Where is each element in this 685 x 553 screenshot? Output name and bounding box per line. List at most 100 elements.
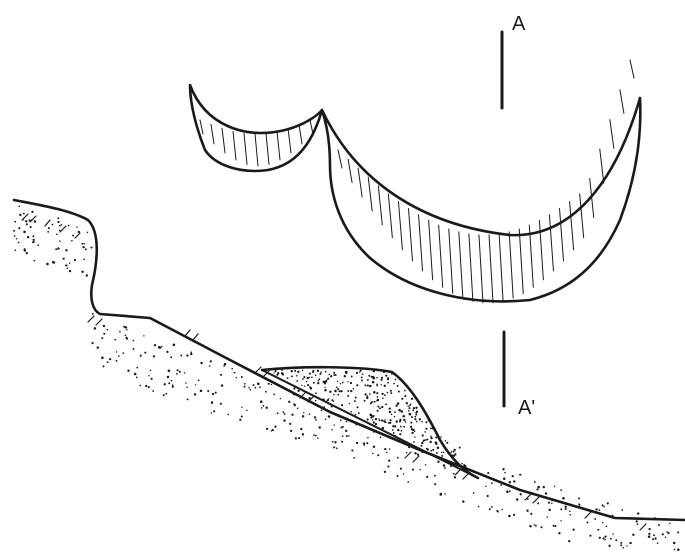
crescent-small-outline <box>190 85 322 171</box>
stipple-dot <box>333 401 334 402</box>
stipple-dot <box>176 373 178 375</box>
hatch-stroke <box>310 120 313 134</box>
stipple-dot <box>291 375 293 377</box>
stipple-dot <box>548 502 550 504</box>
stipple-dot <box>375 418 377 420</box>
stipple-dot <box>315 400 316 401</box>
stipple-dot <box>394 416 395 417</box>
stipple-dot <box>37 244 39 246</box>
stipple-dot <box>509 490 511 492</box>
stipple-dot <box>125 326 127 328</box>
stipple-dot <box>25 220 27 222</box>
stipple-dot <box>595 508 597 510</box>
stipple-dot <box>85 248 87 250</box>
stipple-dot <box>341 441 343 443</box>
stipple-dot <box>411 398 413 400</box>
stipple-dot <box>560 508 562 510</box>
stipple-dot <box>381 406 383 408</box>
stipple-dot <box>190 351 192 353</box>
stipple-dot <box>148 375 150 377</box>
ground-surface-line <box>14 200 685 520</box>
stipple-dot <box>653 534 655 536</box>
stipple-dot <box>65 249 67 251</box>
stipple-dot <box>604 539 605 540</box>
stipple-dot <box>389 411 391 413</box>
stipple-dot <box>349 403 351 405</box>
stipple-dot <box>63 258 65 260</box>
stipple-dot <box>23 213 25 215</box>
stipple-dot <box>405 421 407 423</box>
stipple-dot <box>265 406 267 408</box>
stipple-dot <box>246 409 248 411</box>
stipple-dot <box>424 431 426 433</box>
stipple-dot <box>90 247 92 249</box>
stipple-dot <box>373 415 375 417</box>
stipple-dot <box>313 434 315 436</box>
stipple-dot <box>315 435 317 437</box>
stipple-dot <box>284 413 286 415</box>
stipple-dot <box>92 313 94 315</box>
stipple-dot <box>209 365 211 367</box>
stipple-dot <box>313 382 315 384</box>
stipple-dot <box>388 422 390 424</box>
stipple-dot <box>83 258 85 260</box>
stipple-dot <box>391 373 393 375</box>
stipple-dot <box>200 390 203 393</box>
stipple-dot <box>397 385 399 387</box>
stipple-dot <box>332 441 334 443</box>
stipple-dot <box>385 403 387 405</box>
stipple-dot <box>128 370 129 371</box>
stipple-dot <box>425 421 427 423</box>
stipple-dot <box>47 231 49 233</box>
stipple-dot <box>14 235 16 237</box>
stipple-dot <box>150 370 152 372</box>
stipple-dot <box>516 498 519 501</box>
stipple-dot <box>309 377 310 378</box>
hatch-stroke <box>378 186 382 225</box>
stipple-dot <box>387 466 389 468</box>
stipple-dot <box>103 333 105 335</box>
stipple-dot <box>416 421 418 423</box>
stipple-dot <box>212 393 214 395</box>
stipple-dot <box>224 363 227 366</box>
stipple-dot <box>453 450 455 452</box>
stipple-dot <box>370 417 372 419</box>
stipple-dot <box>348 435 350 437</box>
stipple-dot <box>151 378 153 380</box>
stipple-dot <box>16 238 18 240</box>
stipple-dot <box>430 450 432 452</box>
stipple-dot <box>401 398 403 400</box>
stipple-dot <box>319 373 321 375</box>
stipple-dot <box>408 410 410 412</box>
stipple-dot <box>622 547 624 549</box>
stipple-dot <box>34 220 37 223</box>
stipple-dot <box>347 390 349 392</box>
stipple-dot <box>168 370 171 373</box>
stipple-dot <box>384 385 386 387</box>
stipple-dot <box>72 235 74 237</box>
stipple-dot <box>125 335 127 337</box>
stipple-dot <box>303 376 305 378</box>
stipple-dot <box>168 382 170 384</box>
stipple-dot <box>383 371 385 373</box>
stipple-dot <box>430 421 432 423</box>
stipple-dot <box>373 370 375 372</box>
stipple-dot <box>479 473 481 475</box>
stipple-dot <box>371 401 373 403</box>
stipple-dot <box>32 241 34 243</box>
stipple-dot <box>461 463 463 465</box>
stipple-dot <box>558 532 560 534</box>
stipple-dot <box>67 267 69 269</box>
stipple-dot <box>23 231 26 234</box>
stipple-dot <box>562 497 565 500</box>
stipple-dot <box>163 394 165 396</box>
stipple-dot <box>434 475 436 477</box>
stipple-dot <box>485 486 487 488</box>
stipple-dot <box>291 414 293 416</box>
stipple-dot <box>565 508 567 510</box>
stipple-dot <box>355 424 357 426</box>
stipple-dot <box>367 379 369 381</box>
stipple-dot <box>33 260 35 262</box>
stipple-dot <box>13 230 15 232</box>
stipple-dot <box>473 492 475 494</box>
